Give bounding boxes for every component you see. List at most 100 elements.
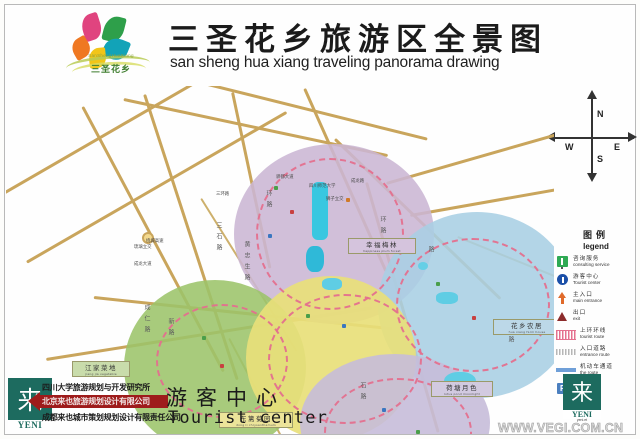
vehicle-route-icon (556, 364, 576, 377)
compass-label-north: N (597, 109, 604, 119)
compass-label-east: E (614, 142, 621, 152)
legend-item-label-en: tourist route (580, 334, 605, 340)
map-poi[interactable] (472, 316, 476, 320)
map-place-label: 成龙大道 (134, 262, 152, 267)
map-poi[interactable] (342, 324, 346, 328)
yeni-logo-glyph: 来 (570, 381, 593, 406)
zone-banner-en: happiness plum forest (363, 249, 401, 253)
map-place-label: 狮子立交 (326, 197, 344, 202)
map-place-label: 驿都大道 (276, 175, 294, 180)
legend-item-label-cn: 机动车通道 (580, 364, 613, 371)
compass-east-arrow (628, 132, 637, 142)
map-road-label: 黄忠生路 (243, 241, 250, 285)
map-poi[interactable] (382, 408, 386, 412)
map-poi[interactable] (416, 430, 420, 434)
info-board-icon (556, 256, 569, 269)
legend-item-label-en: Tourist center (573, 280, 601, 286)
legend-item-label-cn: 上环环线 (580, 328, 607, 335)
zone-banner-cn: 东篱菊园 (240, 415, 272, 423)
yeni-logo-box (563, 374, 601, 411)
yeni-logo-subtext: yeni.et (576, 418, 588, 422)
map-poi[interactable] (346, 198, 350, 202)
map-poi[interactable] (436, 282, 440, 286)
legend-title-en: legend (583, 242, 609, 251)
map-place-label: 成龙路 (351, 179, 365, 184)
zone-banner-cn: 江家菜地 (85, 364, 117, 372)
legend-item-label-en: entrance route (580, 352, 610, 358)
map-road-label: 成仁路 (143, 304, 150, 337)
compass-north-arrow (587, 90, 597, 99)
legend-item-label-cn: 入口道路 (580, 346, 607, 353)
zone-banner-en: dong li chrysanthemum (236, 423, 276, 427)
legend-item-label-cn: 主入口 (573, 292, 593, 299)
tourist-center-icon (556, 274, 569, 287)
compass-south-arrow (587, 173, 597, 182)
map-road-label: 环路 (379, 216, 386, 238)
compass-label-west: W (565, 142, 574, 152)
site-watermark: WWW.VEGI.COM.CN (498, 421, 624, 436)
map-road-label: 三石路 (215, 222, 222, 255)
map-poi[interactable] (220, 364, 224, 368)
sansheng-huaxiang-logo: SanShengHuaXiang 三圣花乡 (58, 11, 158, 81)
legend-item-label-en: consulting service (573, 262, 610, 268)
footer-red-banner (28, 392, 168, 411)
legend-item-label-cn: 游客中心 (573, 274, 600, 281)
yeni-logo-wordmark: YENI (8, 420, 52, 430)
compass-rose: N S E W (546, 90, 637, 182)
zone-banner-en: jiang jia vegetable (85, 372, 117, 376)
company-line-1: 四川大学旅游规划与开发研究所 (42, 383, 150, 392)
map-place-label: 四川师范大学 (309, 184, 336, 189)
parking-icon: P (556, 382, 569, 395)
road-segment (6, 86, 258, 199)
company-line-2: 北京来也旅游规划设计有限公司 (42, 397, 150, 406)
compass-label-south: S (597, 154, 604, 164)
entrance-route-icon (556, 346, 576, 359)
zone-banner-en: lotus pond moonlight (444, 392, 480, 396)
logo-pinyin: SanShengHuaXiang (88, 53, 134, 58)
road-junction (142, 232, 154, 244)
page-title-en: san sheng hua xiang traveling panorama d… (170, 54, 500, 71)
map-poi[interactable] (202, 336, 206, 340)
compass-horizontal-axis (550, 137, 634, 139)
map-poi[interactable] (306, 314, 310, 318)
zone-banner-cn: 荷塘月色 (446, 384, 478, 392)
legend-item-label-en: the route (580, 370, 599, 376)
yeni-logo-wordmark: YENI (563, 410, 601, 419)
map-road-label: 路 (427, 246, 434, 257)
company-line-3: 成都来也城市策划规划设计有限责任公司 (42, 413, 181, 422)
map-poi[interactable] (274, 186, 278, 190)
map-canvas[interactable]: 四川师范大学狮子立交驿都大道成龙路绕城高速三环路成龙大道琉璃立交 环路三石路黄忠… (6, 86, 554, 434)
map-poi[interactable] (290, 210, 294, 214)
map-road-label: 环路 (265, 190, 272, 212)
legend-item-label-cn: 咨询服务 (573, 256, 600, 263)
tourist-route-icon (556, 328, 576, 341)
map-poi[interactable] (268, 234, 272, 238)
tourist-route-loop (396, 238, 550, 372)
legend-item-label-cn: 出口 (573, 310, 587, 317)
tourist-center-label-cn: 游客中心 (166, 386, 286, 410)
yeni-logo-right: 来 YENI yeni.et (563, 374, 601, 422)
zone-banner-cn: 花乡农居 (511, 322, 543, 330)
zone-banner-en: hua xiang farm house (508, 330, 546, 334)
map-road-label: 新路 (167, 318, 174, 340)
page-title-cn: 三圣花乡旅游区全景图 (168, 22, 548, 58)
